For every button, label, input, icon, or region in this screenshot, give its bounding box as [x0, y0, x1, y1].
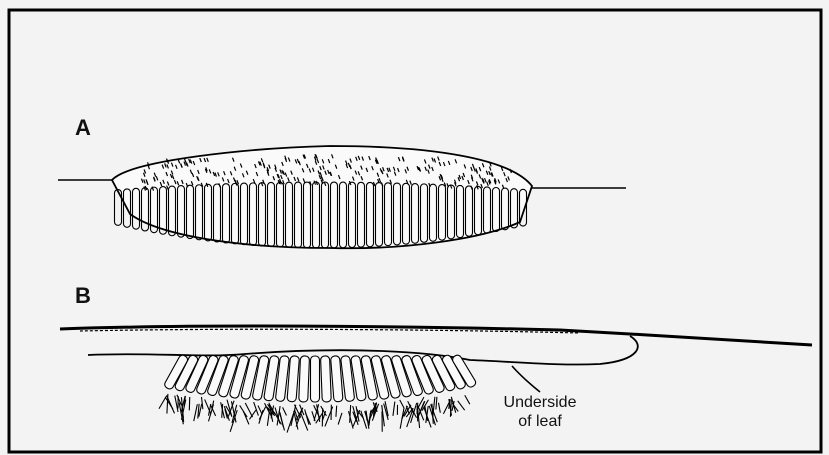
callout-line-2: of leaf	[470, 412, 610, 431]
underside-of-leaf-callout: Underside of leaf	[470, 393, 610, 431]
egg-b	[321, 356, 332, 402]
egg-b	[299, 356, 310, 402]
panel-a-label: A	[75, 115, 91, 141]
panel-b-label: B	[75, 283, 91, 309]
egg-mass-a	[112, 146, 532, 248]
callout-line-1: Underside	[470, 393, 610, 412]
egg-b-bristle	[336, 406, 337, 417]
egg-b	[311, 356, 320, 402]
